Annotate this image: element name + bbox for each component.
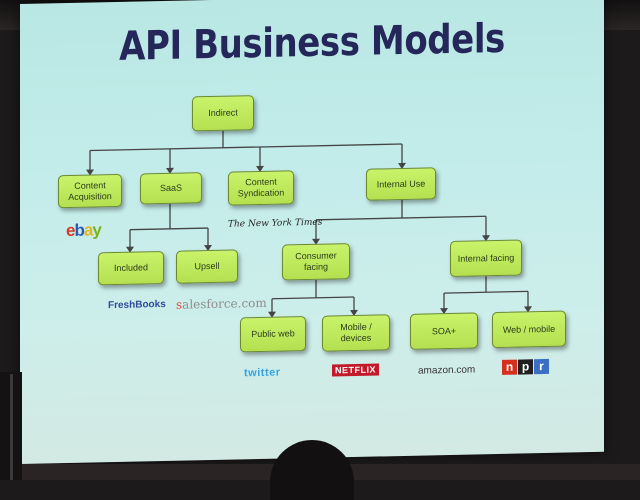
node-indirect: Indirect <box>192 95 254 132</box>
node-content-syndication: Content Syndication <box>228 170 294 206</box>
connector-level1-bar <box>90 143 402 152</box>
node-soa: SOA+ <box>410 312 478 350</box>
twitter-logo: twitter <box>244 366 281 380</box>
connector-lines <box>86 130 532 318</box>
node-web-mobile: Web / mobile <box>492 310 566 349</box>
node-consumer-facing: Consumer facing <box>282 243 350 281</box>
npr-r: r <box>534 358 549 375</box>
node-mobile-devices: Mobile / devices <box>322 314 390 352</box>
arrowhead-internal-use <box>398 162 406 169</box>
arrowhead-content-acquisition <box>86 169 94 176</box>
nyt-logo: The New York Times <box>228 217 323 230</box>
arrowhead-internal-facing <box>482 235 490 242</box>
arrowhead-saas <box>166 167 174 174</box>
connector-saas-bar <box>130 227 208 231</box>
node-internal-use: Internal Use <box>366 167 436 201</box>
npr-p: p <box>518 359 533 375</box>
amazon-logo: amazon.com <box>418 364 476 377</box>
arrowhead-content-syndication <box>256 165 264 172</box>
node-internal-facing: Internal facing <box>450 239 522 277</box>
arrowhead-consumer-facing <box>312 238 320 245</box>
arrowhead-public-web <box>268 311 276 318</box>
node-upsell: Upsell <box>176 249 238 284</box>
node-public-web: Public web <box>240 316 306 353</box>
arrowhead-upsell <box>204 244 212 252</box>
arrowhead-mobile-devices <box>350 309 358 317</box>
freshbooks-logo: FreshBooks <box>108 298 166 312</box>
microphone-stand <box>10 374 13 480</box>
connector-consumer-bar <box>272 296 354 300</box>
arrowhead-included <box>126 246 134 253</box>
node-saas: SaaS <box>140 172 202 205</box>
projection-screen: API Business Models <box>20 0 604 465</box>
connector-internal-bar <box>316 215 486 221</box>
connector-internal-facing-bar <box>444 290 528 294</box>
netflix-logo: NETFLIX <box>332 363 379 377</box>
node-included: Included <box>98 250 164 286</box>
npr-n: n <box>502 359 517 375</box>
arrowhead-web-mobile <box>524 306 532 313</box>
node-content-acquisition: Content Acquisition <box>58 173 122 209</box>
ebay-logo: ebay <box>66 220 101 241</box>
salesforce-logo: salesforce.com <box>176 295 267 312</box>
arrowhead-soa <box>440 308 448 315</box>
